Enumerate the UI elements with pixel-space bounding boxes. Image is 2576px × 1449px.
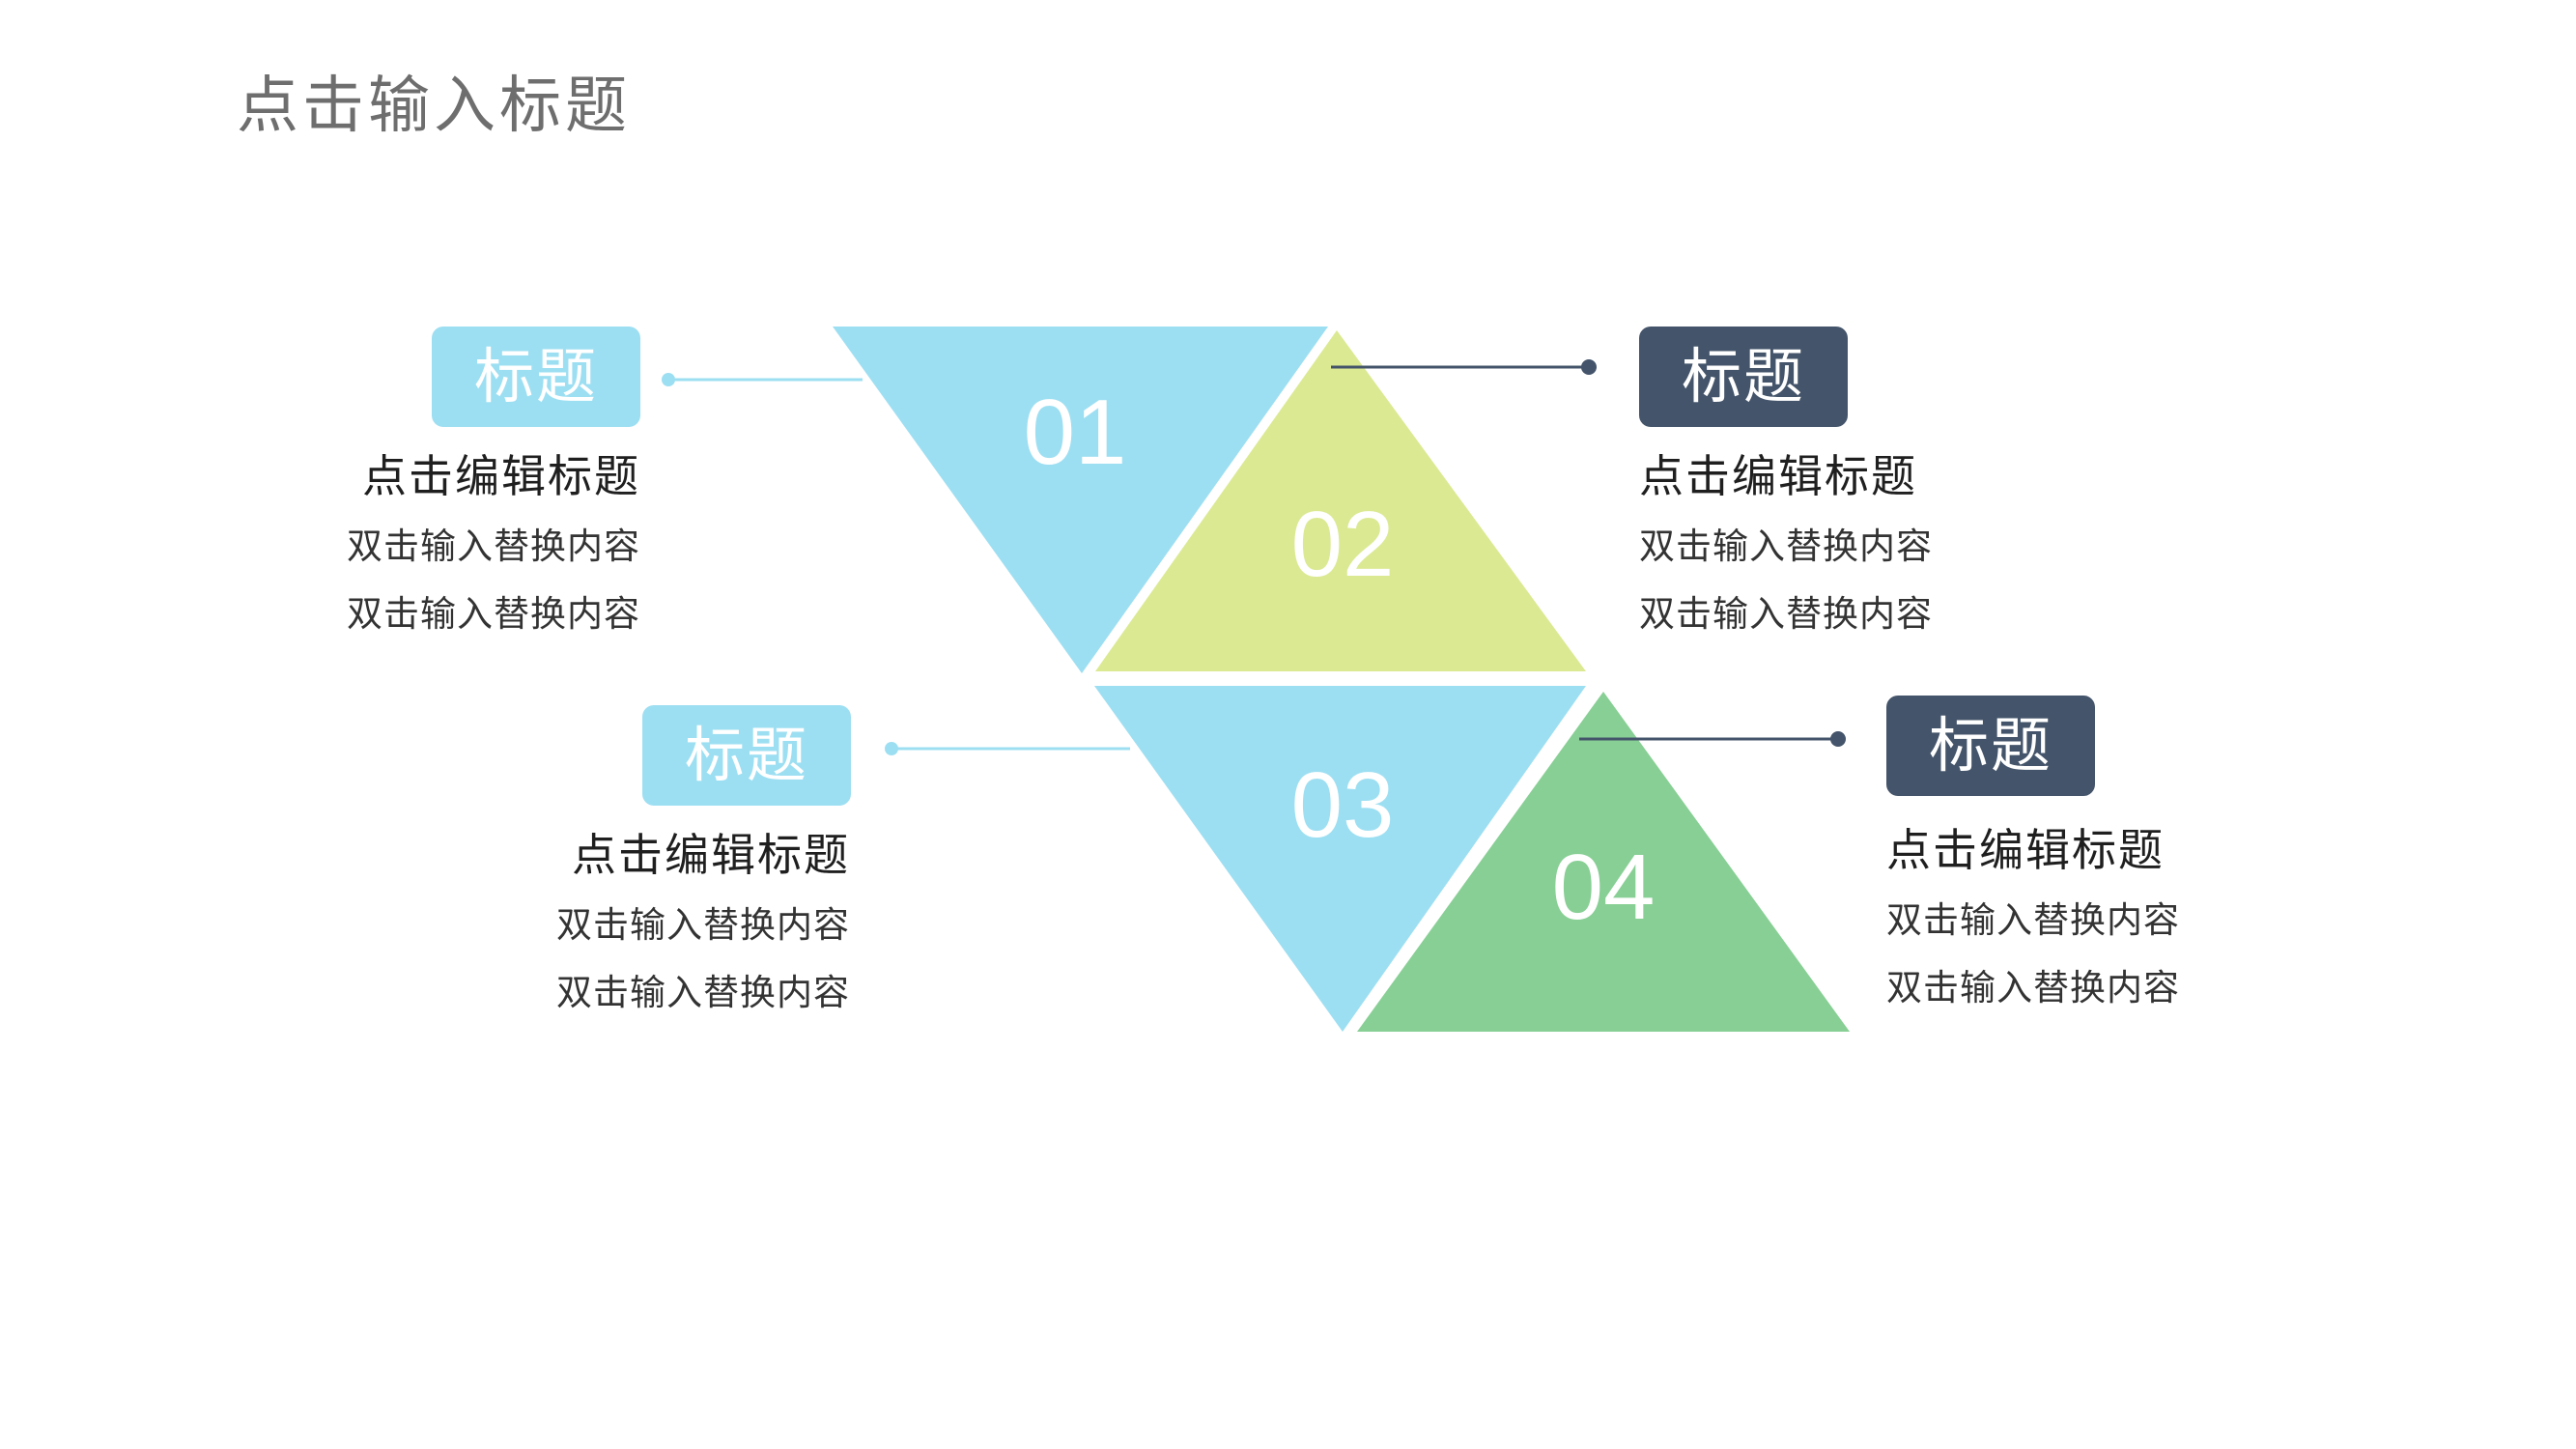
tag-03[interactable]: 标题 <box>642 705 851 806</box>
triangle-03 <box>1094 686 1586 1032</box>
triangle-04 <box>1357 692 1850 1032</box>
line-04-a[interactable]: 双击输入替换内容 <box>1886 899 2180 941</box>
tag-04[interactable]: 标题 <box>1886 696 2095 796</box>
text-block-04: 点击编辑标题 双击输入替换内容 双击输入替换内容 <box>1886 821 2292 1022</box>
heading-04[interactable]: 点击编辑标题 <box>1886 824 2165 876</box>
heading-01[interactable]: 点击编辑标题 <box>362 450 640 502</box>
connector-dot-01 <box>662 373 675 386</box>
heading-03[interactable]: 点击编辑标题 <box>572 829 850 881</box>
heading-02[interactable]: 点击编辑标题 <box>1639 450 1917 502</box>
number-03: 03 <box>1291 753 1395 857</box>
line-03-a[interactable]: 双击输入替换内容 <box>556 904 850 946</box>
line-01-b[interactable]: 双击输入替换内容 <box>347 593 640 635</box>
number-01: 01 <box>1024 381 1127 484</box>
number-04: 04 <box>1552 836 1656 939</box>
text-block-01: 点击编辑标题 双击输入替换内容 双击输入替换内容 <box>235 447 640 648</box>
line-04-b[interactable]: 双击输入替换内容 <box>1886 967 2180 1009</box>
connector-dot-03 <box>885 742 898 755</box>
tag-02[interactable]: 标题 <box>1639 327 1848 427</box>
number-02: 02 <box>1291 493 1395 596</box>
line-02-a[interactable]: 双击输入替换内容 <box>1639 526 1933 567</box>
text-block-02: 点击编辑标题 双击输入替换内容 双击输入替换内容 <box>1639 447 2045 648</box>
triangle-01 <box>833 327 1328 673</box>
tag-01[interactable]: 标题 <box>432 327 640 427</box>
connector-dot-04 <box>1830 731 1846 747</box>
line-02-b[interactable]: 双击输入替换内容 <box>1639 593 1933 635</box>
connector-dot-02 <box>1581 359 1597 375</box>
slide-title: 点击输入标题 <box>237 71 631 142</box>
line-01-a[interactable]: 双击输入替换内容 <box>347 526 640 567</box>
line-03-b[interactable]: 双击输入替换内容 <box>556 972 850 1013</box>
text-block-03: 点击编辑标题 双击输入替换内容 双击输入替换内容 <box>444 826 850 1027</box>
triangle-02 <box>1095 330 1586 671</box>
